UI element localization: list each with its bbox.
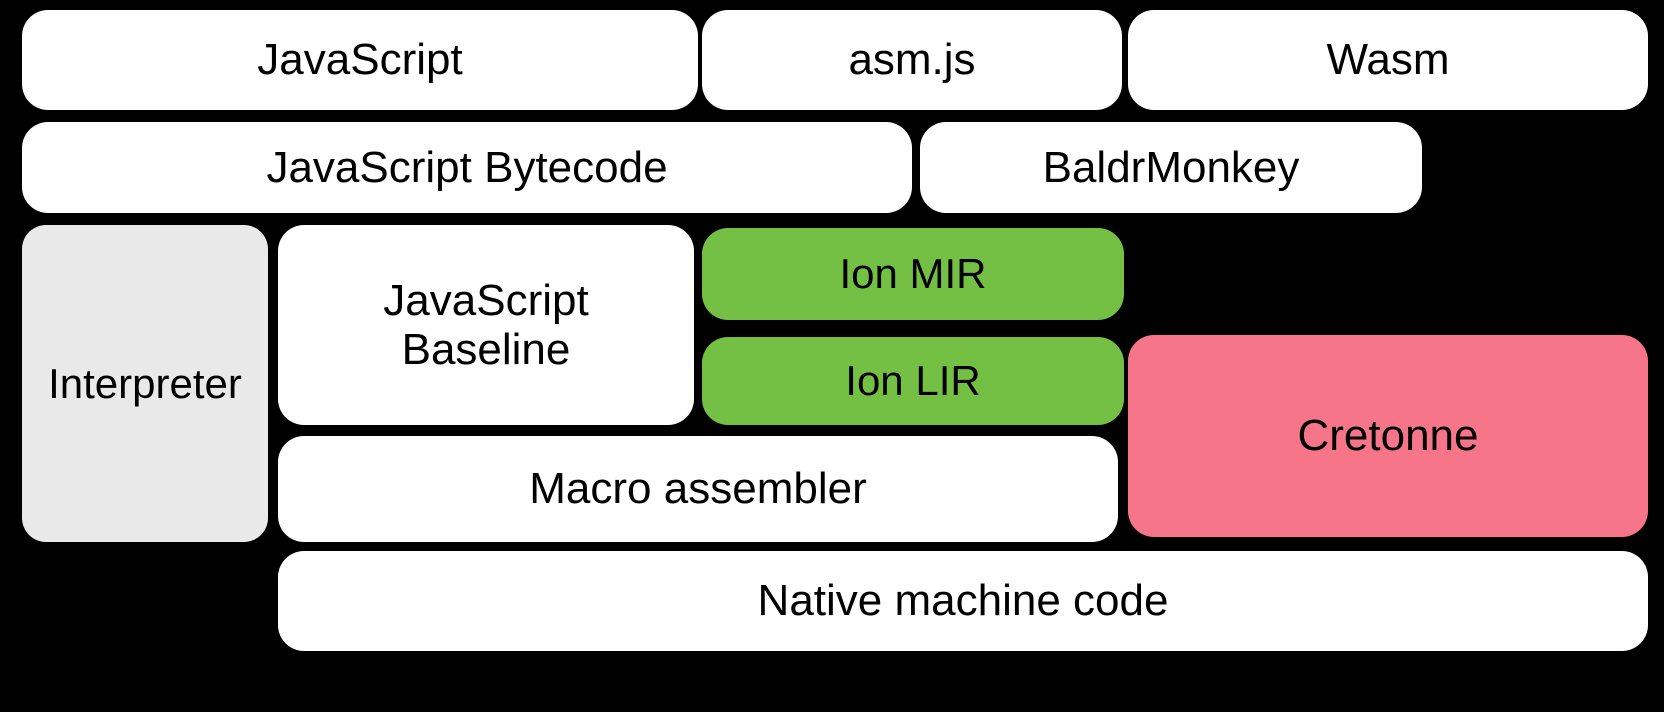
node-ion-lir: Ion LIR <box>702 337 1124 425</box>
node-cretonne: Cretonne <box>1128 335 1648 537</box>
node-asm-js: asm.js <box>702 10 1122 110</box>
node-native-machine-code: Native machine code <box>278 551 1648 651</box>
node-javascript: JavaScript <box>22 10 698 110</box>
node-ion-mir: Ion MIR <box>702 228 1124 320</box>
node-wasm: Wasm <box>1128 10 1648 110</box>
node-macro-assembler: Macro assembler <box>278 436 1118 542</box>
node-interpreter: Interpreter <box>22 225 268 542</box>
node-javascript-bytecode: JavaScript Bytecode <box>22 122 912 213</box>
node-baldrmonkey: BaldrMonkey <box>920 122 1422 213</box>
node-javascript-baseline: JavaScript Baseline <box>278 225 694 425</box>
